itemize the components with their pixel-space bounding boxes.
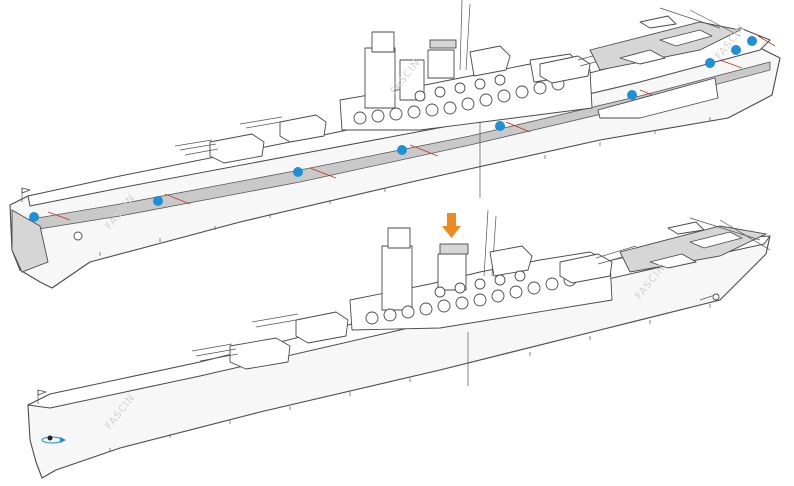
arrow-down-icon [442, 213, 461, 238]
glue-point-marker [731, 45, 741, 55]
ship-model-after: FASCIN FASCIN [27, 209, 771, 479]
hull-ticks-bottom [109, 304, 711, 452]
glue-point-marker [495, 121, 505, 131]
ship-model-before: FASCIN FASCIN FASCIN [9, 0, 781, 289]
glue-point-marker [29, 212, 39, 222]
aircraft-deck-bottom [619, 217, 771, 273]
flag-bow-top [21, 187, 31, 202]
flag-bow-bottom [37, 389, 47, 404]
deck-top [27, 27, 771, 207]
glue-point-marker [153, 196, 163, 206]
turret-fore-top [174, 133, 265, 164]
stern-emblem-bottom [712, 293, 720, 301]
bow-emblem-top [73, 231, 83, 241]
aircraft-deck-top [589, 7, 742, 71]
hull-ticks-top [99, 117, 711, 256]
glue-point-marker [705, 58, 715, 68]
turret-second-top [239, 114, 327, 143]
turret-second-bottom [251, 311, 349, 344]
side-sponson-top [597, 77, 719, 119]
glue-point-marker [293, 167, 303, 177]
glue-point-marker [747, 36, 757, 46]
superstructure-bottom [349, 209, 613, 331]
bow-wedge-top [11, 209, 49, 273]
glue-point-markers [29, 36, 757, 222]
rotate-arrow-icon [41, 435, 66, 444]
turret-fore-bottom [191, 337, 291, 370]
glue-point-marker [627, 90, 637, 100]
glue-point-marker [397, 145, 407, 155]
